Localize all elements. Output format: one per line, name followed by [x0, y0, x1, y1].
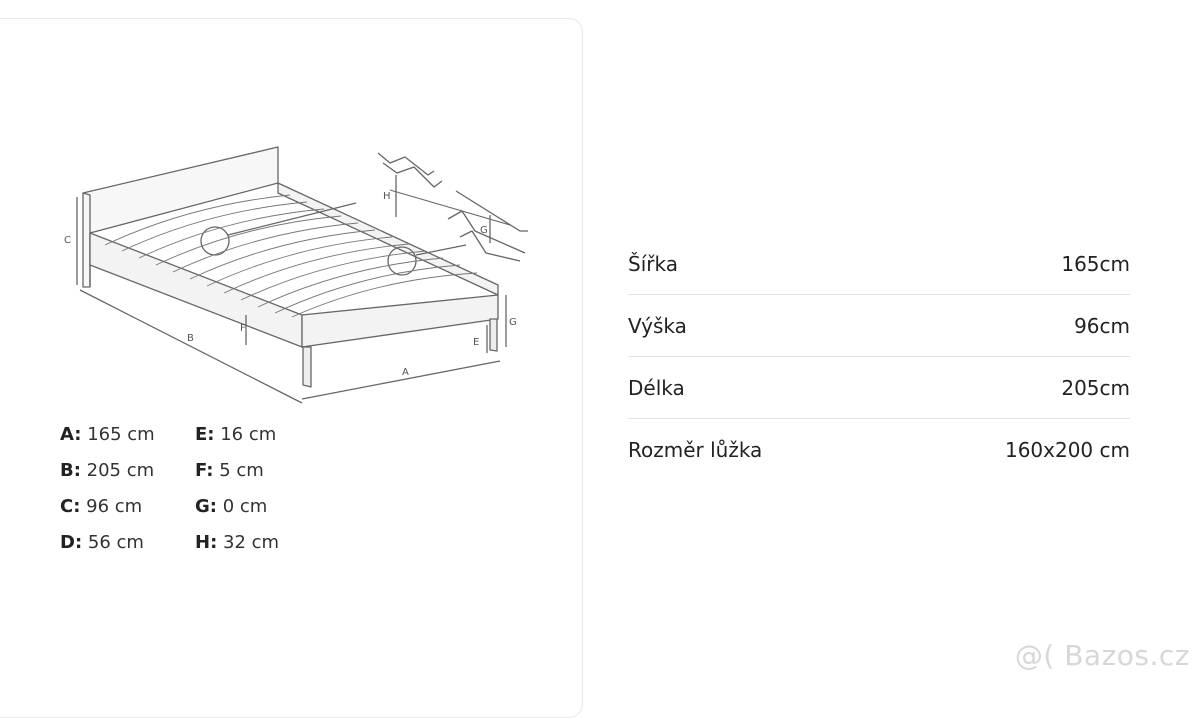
label-e: E — [473, 337, 479, 348]
bed-dimension-diagram: C B A F E G H G — [50, 135, 570, 415]
dimension-value: 56 cm — [82, 532, 144, 553]
dimension-key: C: — [60, 496, 81, 517]
bazos-watermark: @( Bazos.cz — [1014, 639, 1190, 672]
spec-value: 165cm — [1061, 251, 1130, 276]
dimension-b: B: 205 cm — [60, 458, 195, 483]
label-f: F — [240, 323, 246, 334]
dimension-key: B: — [60, 460, 81, 481]
label-a: A — [402, 367, 409, 378]
label-g: G — [480, 225, 488, 236]
spec-row-length: Délka 205cm — [628, 357, 1130, 419]
spec-row-height: Výška 96cm — [628, 295, 1130, 357]
label-b: B — [187, 333, 194, 344]
spec-label: Rozměr lůžka — [628, 437, 763, 462]
bed-drawing: C B A F E G H G — [64, 146, 528, 404]
dimension-d: D: 56 cm — [60, 530, 195, 555]
label-c: C — [64, 235, 71, 246]
dimension-key: A: — [60, 424, 82, 445]
dimension-key: D: — [60, 532, 83, 553]
dimension-f: F: 5 cm — [195, 458, 330, 483]
dimension-c: C: 96 cm — [60, 494, 195, 519]
dimension-value: 16 cm — [214, 424, 277, 445]
label-g-leg: G — [509, 317, 517, 328]
label-h: H — [383, 191, 391, 202]
dimension-key: F: — [195, 460, 214, 481]
dimension-a: A: 165 cm — [60, 422, 195, 447]
spec-value: 205cm — [1061, 375, 1130, 400]
dimension-value: 32 cm — [217, 532, 280, 553]
dimension-value: 205 cm — [80, 460, 155, 481]
spec-value: 96cm — [1074, 313, 1130, 338]
spec-row-bed-size: Rozměr lůžka 160x200 cm — [628, 419, 1130, 480]
dimension-h: H: 32 cm — [195, 530, 330, 555]
dimension-value: 0 cm — [216, 496, 268, 517]
dimension-value: 165 cm — [81, 424, 155, 445]
spec-table: Šířka 165cm Výška 96cm Délka 205cm Rozmě… — [628, 233, 1130, 480]
dimension-value: 96 cm — [80, 496, 143, 517]
dimension-value: 5 cm — [213, 460, 264, 481]
spec-label: Šířka — [628, 251, 678, 276]
spec-value: 160x200 cm — [1004, 437, 1130, 462]
dimension-key: E: — [195, 424, 215, 445]
spec-label: Délka — [628, 375, 685, 400]
spec-row-width: Šířka 165cm — [628, 233, 1130, 295]
dimension-g: G: 0 cm — [195, 494, 330, 519]
dimension-key: H: — [195, 532, 218, 553]
product-image-card — [0, 18, 583, 718]
dimension-key: G: — [195, 496, 217, 517]
spec-label: Výška — [628, 313, 687, 338]
dimension-e: E: 16 cm — [195, 422, 330, 447]
dimension-list: A: 165 cm E: 16 cm B: 205 cm F: 5 cm C: … — [60, 422, 330, 555]
